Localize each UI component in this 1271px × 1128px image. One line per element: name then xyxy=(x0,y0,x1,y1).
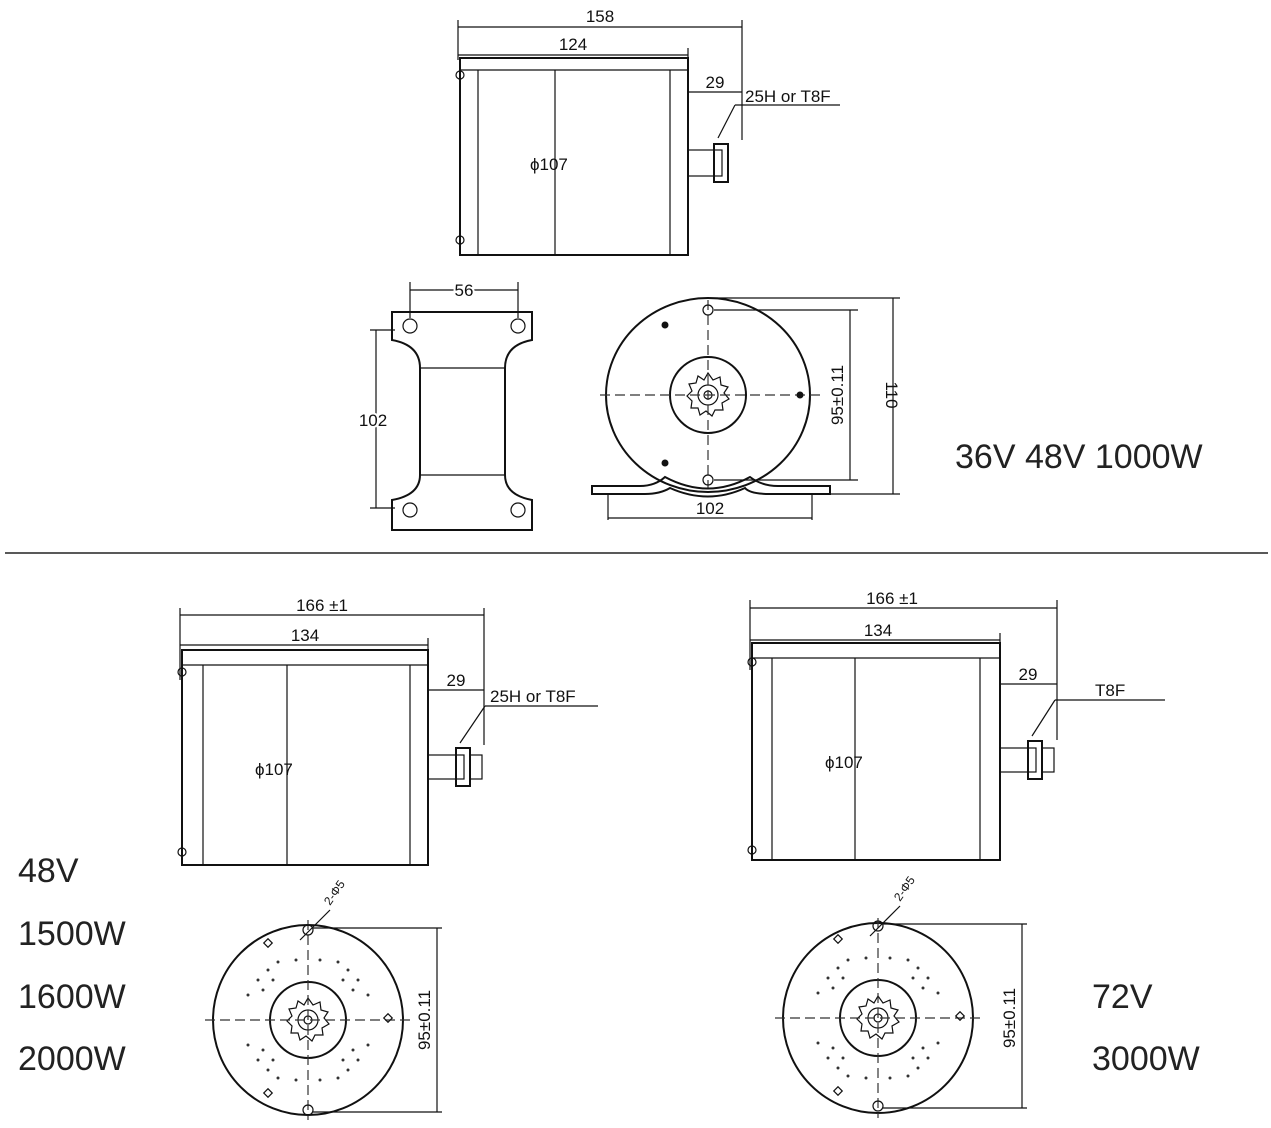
dim-shaft-length: 29 xyxy=(447,671,466,690)
dim-shaft-length: 29 xyxy=(706,73,725,92)
dim-body-length: 124 xyxy=(559,35,587,54)
dim-body-length: 134 xyxy=(864,621,892,640)
dim-height: 110 xyxy=(882,381,901,408)
diameter-label: ϕ107 xyxy=(530,155,568,174)
shaft-label: T8F xyxy=(1095,681,1125,700)
bottom-left-spec: 48V 1500W 1600W 2000W xyxy=(18,852,126,1078)
hole-label: 2-Φ5 xyxy=(891,873,918,903)
diameter-label: ϕ107 xyxy=(255,760,293,779)
spec-power: 1500W xyxy=(18,915,126,953)
dim-hole-spacing: 95±0.11 xyxy=(828,365,847,425)
dim-overall-length: 166 ±1 xyxy=(866,589,918,608)
top-spec-label: 36V 48V 1000W xyxy=(955,438,1203,476)
dim-base-width: 102 xyxy=(696,499,724,518)
spec-power: 2000W xyxy=(18,1040,126,1078)
dim-hole-spacing: 95±0.11 xyxy=(415,990,434,1050)
spec-voltage: 72V xyxy=(1092,978,1153,1016)
dim-mount-spacing: 56 xyxy=(455,281,474,300)
top-side-view: 158 124 29 25H or T8F ϕ107 xyxy=(455,7,840,256)
spec-power: 1600W xyxy=(18,978,126,1016)
dim-overall-length: 166 ±1 xyxy=(296,596,348,615)
spec-voltage: 48V xyxy=(18,852,79,890)
shaft-label: 25H or T8F xyxy=(490,687,576,706)
top-mount-view: 56 102 xyxy=(357,279,533,531)
top-front-view: 95±0.11 110 102 xyxy=(591,297,901,520)
dim-overall-length: 158 xyxy=(586,7,614,26)
spec-power: 3000W xyxy=(1092,1040,1200,1078)
shaft-label: 25H or T8F xyxy=(745,87,831,106)
bottom-left-side-view: 166 ±1 134 29 25H or T8F ϕ107 xyxy=(177,596,598,866)
bottom-right-spec: 72V 3000W xyxy=(1092,978,1200,1078)
diameter-label: ϕ107 xyxy=(825,753,863,772)
dim-shaft-length: 29 xyxy=(1019,665,1038,684)
bottom-right-front-view: 2-Φ5 95±0.11 xyxy=(775,873,1027,1118)
hole-label: 2-Φ5 xyxy=(321,877,348,907)
dim-body-length: 134 xyxy=(291,626,319,645)
dim-hole-spacing: 95±0.11 xyxy=(1000,988,1019,1048)
bottom-left-front-view: 2-Φ5 95±0.11 xyxy=(205,877,442,1120)
dim-mount-height: 102 xyxy=(359,411,387,430)
bottom-right-side-view: 166 ±1 134 29 T8F ϕ107 xyxy=(747,589,1165,861)
